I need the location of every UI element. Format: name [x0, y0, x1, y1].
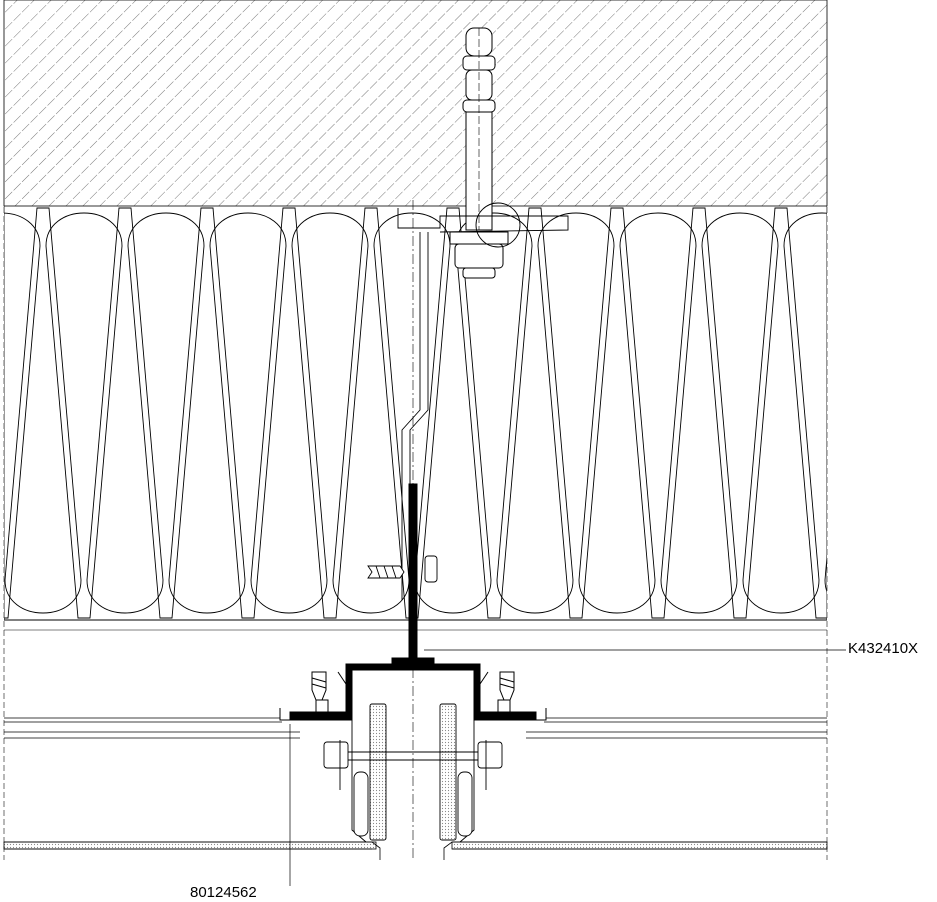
insulation-lobe-up — [824, 551, 827, 593]
insulation-lobe-up — [168, 207, 246, 614]
right-clip — [475, 671, 547, 721]
insulation-lobe-up — [86, 207, 164, 614]
insulation-lobe-down — [127, 212, 205, 619]
insulation-lobe-down — [45, 212, 123, 619]
left-clip — [279, 671, 351, 721]
insulation-lobe-down — [619, 212, 697, 619]
insulation-lobe-up — [4, 207, 82, 614]
right-facade-panel — [443, 717, 828, 860]
insulation-lobe-up — [660, 207, 738, 614]
insulation-lobe-up — [496, 207, 574, 614]
insulation-lobe-down — [209, 212, 287, 619]
insulation-lobe-up — [742, 207, 820, 614]
fixing-screw — [367, 565, 405, 579]
insulation-lobe-down — [291, 212, 369, 619]
panel-hangers — [323, 703, 503, 843]
insulation-layer — [4, 206, 827, 620]
callout-top-profile: K432410X — [848, 640, 919, 657]
insulation-lobe-down — [783, 212, 827, 619]
anchor-bolt — [449, 27, 509, 279]
concrete-wall — [3, 0, 828, 207]
callout-bottom-profile: 80124562 — [190, 884, 257, 901]
insulation-lobe-down — [455, 212, 533, 619]
insulation-lobe-down — [4, 212, 41, 619]
left-facade-panel — [3, 717, 381, 860]
insulation-lobe-up — [578, 207, 656, 614]
insulation-lobe-down — [537, 212, 615, 619]
insulation-lobe-down — [701, 212, 779, 619]
insulation-lobe-up — [250, 207, 328, 614]
insulation-lobe-down — [373, 212, 451, 619]
